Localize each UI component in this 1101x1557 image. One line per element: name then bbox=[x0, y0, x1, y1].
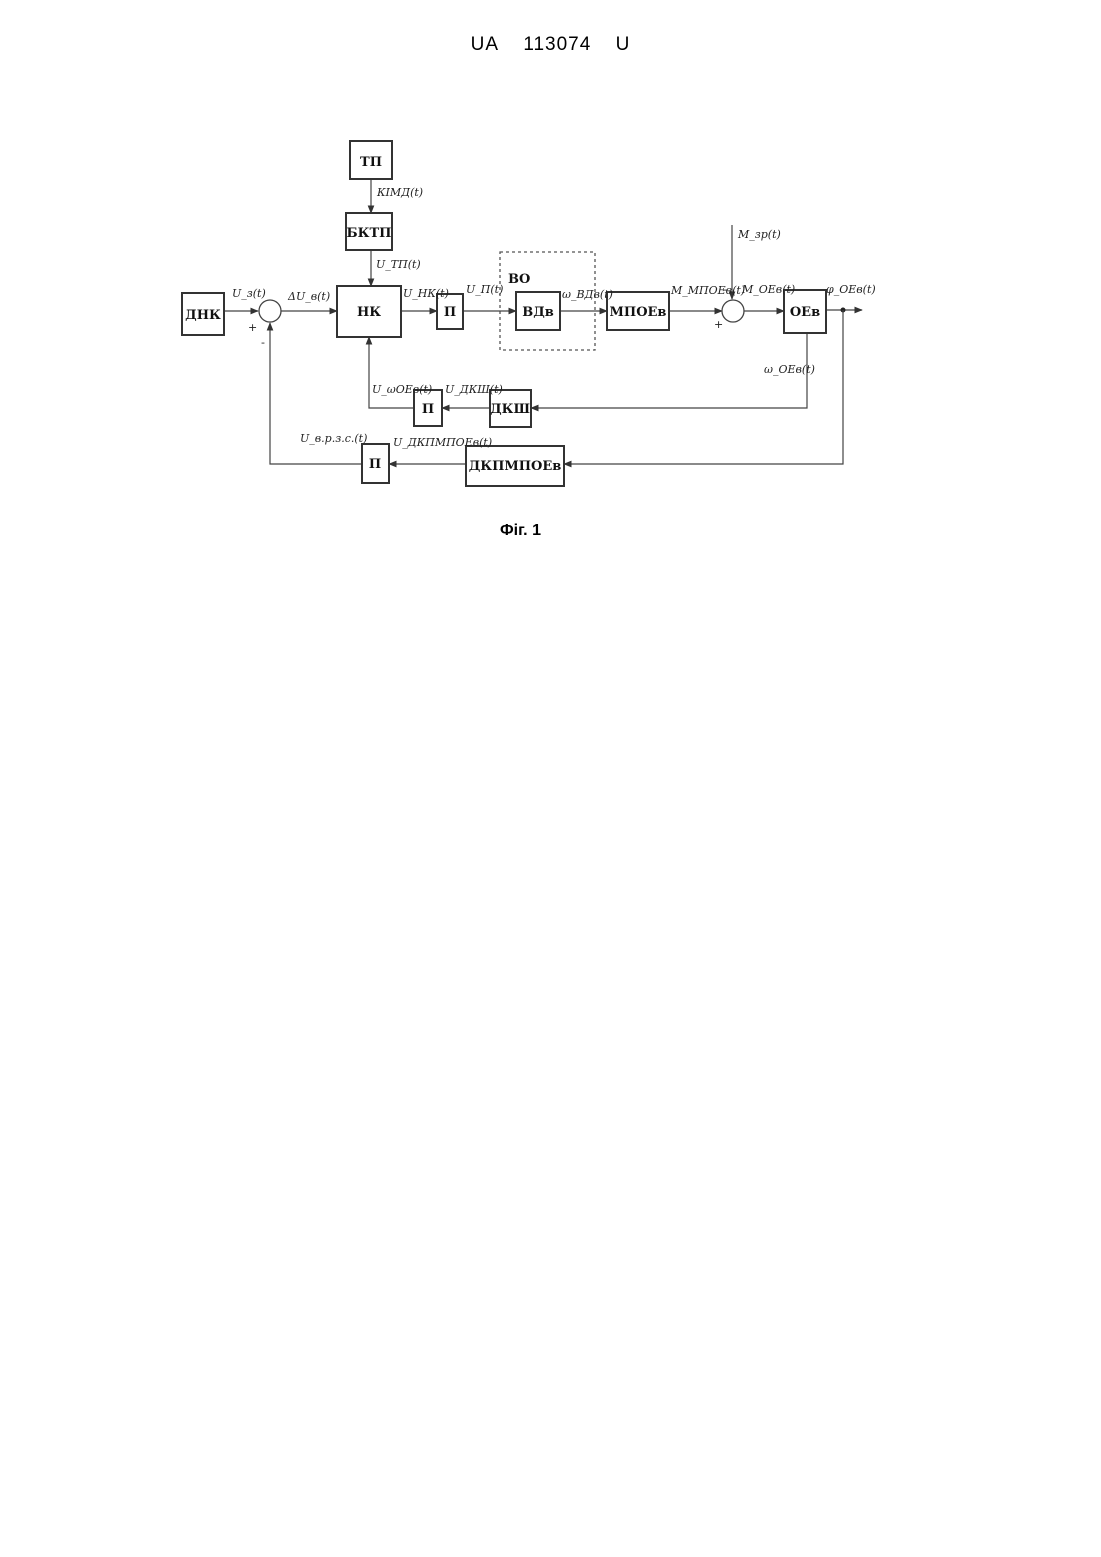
block-nk-label: НК bbox=[357, 305, 381, 320]
block-dksh-label: ДКШ bbox=[490, 402, 530, 417]
block-mpoev-label: МПОЕв bbox=[610, 305, 667, 320]
block-bktp-label: БКТП bbox=[347, 226, 392, 241]
block-vdv-label: ВДв bbox=[522, 305, 554, 320]
figure-caption: Фіг. 1 bbox=[0, 522, 1041, 540]
signal-delta-u: ΔU_в(t) bbox=[287, 290, 330, 303]
sum2-plus-sign: + bbox=[714, 318, 723, 331]
sum1-minus-sign: - bbox=[261, 336, 265, 349]
block-dkpmpoev-label: ДКПМПОЕв bbox=[469, 459, 562, 474]
summing-junction-1 bbox=[259, 300, 281, 322]
signal-u-dksh: U_ДКШ(t) bbox=[445, 383, 503, 396]
block-p3-label: П bbox=[369, 457, 381, 472]
block-dnk-label: ДНК bbox=[185, 308, 221, 323]
signal-u-tp: U_ТП(t) bbox=[376, 258, 421, 271]
signal-m-oev: M_ОЕв(t) bbox=[741, 283, 795, 296]
signal-u-dkpm: U_ДКПМПОЕв(t) bbox=[393, 436, 492, 449]
block-p1-label: П bbox=[444, 305, 456, 320]
vo-label: ВО bbox=[508, 272, 530, 287]
block-p2-label: П bbox=[422, 402, 434, 417]
sum1-plus-sign: + bbox=[248, 321, 257, 334]
signal-m-zr: M_зр(t) bbox=[737, 228, 781, 241]
signal-m-mpoev: M_МПОЕв(t) bbox=[670, 284, 745, 297]
block-oev-label: ОЕв bbox=[790, 305, 820, 320]
summing-junction-2 bbox=[722, 300, 744, 322]
block-tp-label: ТП bbox=[360, 155, 382, 170]
signal-u-z: U_з(t) bbox=[232, 287, 266, 300]
signal-u-p: U_П(t) bbox=[466, 283, 503, 296]
signal-phi-oev: φ_ОЕв(t) bbox=[826, 283, 876, 296]
signal-kimd: КІМД(t) bbox=[376, 186, 423, 199]
wire-p2-nk bbox=[369, 337, 414, 408]
signal-u-vrs: U_в.р.з.с.(t) bbox=[300, 432, 367, 445]
signal-u-omega-oev: U_ωОЕв(t) bbox=[372, 383, 432, 396]
signal-omega-vdv: ω_ВДв(t) bbox=[562, 288, 613, 301]
signal-omega-oev: ω_ОЕв(t) bbox=[764, 363, 815, 376]
signal-u-nk: U_НК(t) bbox=[403, 287, 449, 300]
